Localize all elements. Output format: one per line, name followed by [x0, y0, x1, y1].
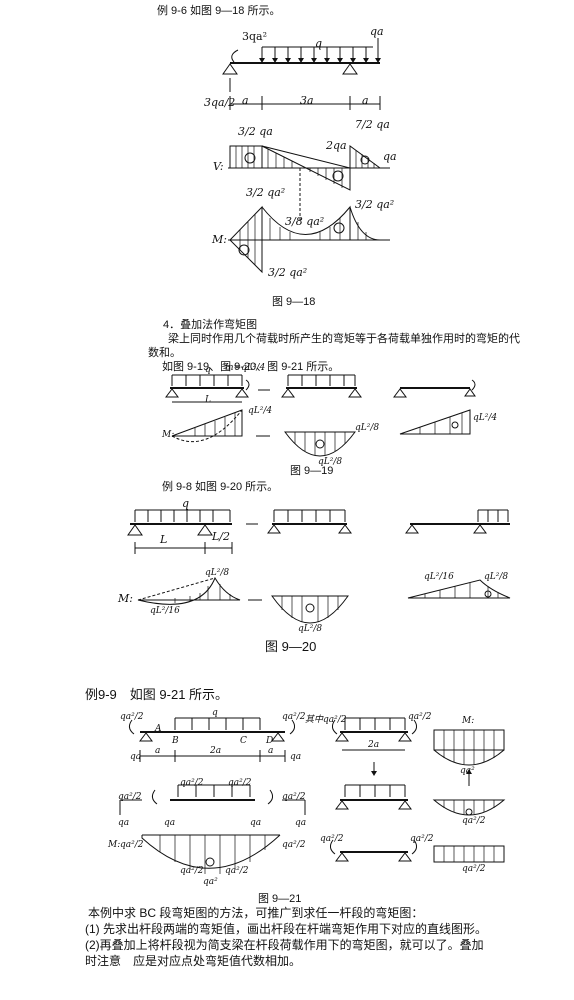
fig921-qa-right: qa — [290, 752, 302, 762]
fig919-L: L — [205, 395, 211, 405]
point-a: A — [155, 724, 162, 734]
closing-line3: (2)再叠加上将杆段视为简支梁在杆段荷载作用下的弯矩图，就可以了。叠加 — [85, 938, 484, 952]
section-para2: 数和。 — [148, 347, 181, 359]
figure-9-21-caption: 图 9—21 — [258, 893, 302, 905]
shear-right-value: 7/2 qa — [355, 118, 390, 131]
point-b: B — [172, 736, 179, 746]
fig921-r2-qa-a: qa — [164, 818, 176, 828]
moment-top-left: 3/2 qa² — [246, 186, 286, 199]
fig921-qa-left: qa — [130, 752, 142, 762]
shear-label: V: — [213, 160, 224, 173]
shear-2qa: 2qa — [326, 139, 347, 152]
fig919-m-label: M: — [162, 430, 175, 440]
moment-top-right: 3/2 qa² — [355, 198, 395, 211]
example-9-8-caption: 例 9-8 如图 9-20 所示。 — [162, 481, 279, 493]
fig921-r3-qa22-a: qa²/2 — [180, 866, 204, 876]
fig919-l4: qL²/4 — [473, 413, 498, 423]
fig921-q: q — [212, 708, 218, 718]
fig921-dim-2a: 2a — [210, 746, 222, 756]
fig921-r2-qa22-a: qa²/2 — [180, 778, 204, 788]
fig920-l1: qL²/8 — [205, 568, 230, 578]
label-q: q — [315, 37, 323, 50]
fig919-q1: q — [205, 365, 211, 375]
fig921-r2-qa-r: qa — [295, 818, 307, 828]
fig921-dim-a2: a — [268, 746, 274, 756]
fig919-l2: qL²/8 — [355, 423, 380, 433]
example-9-9-caption: 例9-9 如图 9-21 所示。 — [85, 687, 229, 702]
fig921-r3-qa22-r: qa²/2 — [282, 840, 306, 850]
fig921-r3-qa2: qa² — [203, 877, 218, 887]
fig921-r2-right: qa²/2 — [462, 816, 486, 826]
fig921-r2-qa22-r: qa²/2 — [282, 792, 306, 802]
fig921-r2-qa22-l: qa²/2 — [118, 792, 142, 802]
example-9-6-caption: 例 9-6 如图 9—18 所示。 — [157, 5, 281, 17]
fig920-L: L — [160, 533, 168, 546]
moment-bottom: 3/2 qa² — [268, 266, 308, 279]
fig921-where: 其中qa²/2 — [305, 715, 347, 725]
fig921-r2-qa-l: qa — [118, 818, 130, 828]
fig920-l2: qL²/16 — [150, 606, 180, 616]
fig921-r3-qa22-b2: qa²/2 — [410, 834, 434, 844]
fig921-qa22-r2: qa²/2 — [408, 712, 432, 722]
section-heading: 4．叠加法作弯矩图 — [163, 319, 258, 331]
dim-3a: 3a — [300, 94, 314, 107]
shear-qa: qa — [383, 150, 397, 163]
figure-9-19-caption: 图 9—19 — [290, 465, 334, 477]
fig921-2a: 2a — [368, 740, 380, 750]
fig921-r3-qa22-b: qa²/2 — [225, 866, 249, 876]
fig919-l3: qL²/8 — [318, 457, 343, 467]
fig921-r3-m: M: — [108, 840, 121, 850]
fig921-dim-a1: a — [155, 746, 161, 756]
figure-9-20-caption: 图 9—20 — [265, 639, 317, 654]
fig921-r3-qa22-l: qa²/2 — [120, 840, 144, 850]
point-d: D — [266, 736, 274, 746]
moment-mid: 3/8 qa² — [285, 215, 325, 228]
fig920-L2: L/2 — [212, 530, 231, 543]
fig920-m-label: M: — [118, 592, 133, 605]
fig919-l1: qL²/4 — [248, 406, 273, 416]
fig921-r3-qa22-a2: qa²/2 — [320, 834, 344, 844]
closing-line1: 本例中求 BC 段弯矩图的方法，可推广到求任一杆段的弯矩图： — [88, 906, 424, 920]
fig921-r2-qa22-b: qa²/2 — [228, 778, 252, 788]
closing-line4: 时注意 应是对应点处弯矩值代数相加。 — [85, 954, 302, 968]
fig920-l4: qL²/16 — [424, 572, 454, 582]
point-c: C — [240, 736, 247, 746]
fig921-qa2-right: qa² — [460, 766, 475, 776]
fig921-m-top: M: — [462, 716, 475, 726]
fig920-l5: qL²/8 — [484, 572, 509, 582]
fig919-moment-load: m=qL²/4 — [225, 363, 266, 373]
fig921-r2-qa-b: qa — [250, 818, 262, 828]
figure-9-18-caption: 图 9—18 — [272, 296, 316, 308]
fig921-qa22-left: qa²/2 — [120, 712, 144, 722]
fig921-qa22-right: qa²/2 — [282, 712, 306, 722]
fig920-l3: qL²/8 — [298, 624, 323, 634]
label-qa: qa — [370, 25, 384, 38]
fig920-q1: q — [182, 497, 190, 510]
label-3qa2: 3qa² — [242, 30, 268, 43]
moment-label: M: — [212, 233, 227, 246]
closing-line2: (1) 先求出杆段两端的弯矩值，画出杆段在杆端弯矩作用下对应的直线图形。 — [85, 922, 488, 936]
label-reaction: 3qa/2 — [204, 96, 236, 109]
dim-a-left: a — [242, 94, 249, 107]
dim-a-right: a — [362, 94, 369, 107]
fig921-r3-right: qa²/2 — [462, 864, 486, 874]
section-para3: 如图 9-19、图 9-20、图 9-21 所示。 — [162, 361, 340, 373]
section-para1: 梁上同时作用几个荷载时所产生的弯矩等于各荷载单独作用时的弯矩的代 — [168, 333, 520, 345]
shear-left-value: 3/2 qa — [238, 125, 273, 138]
